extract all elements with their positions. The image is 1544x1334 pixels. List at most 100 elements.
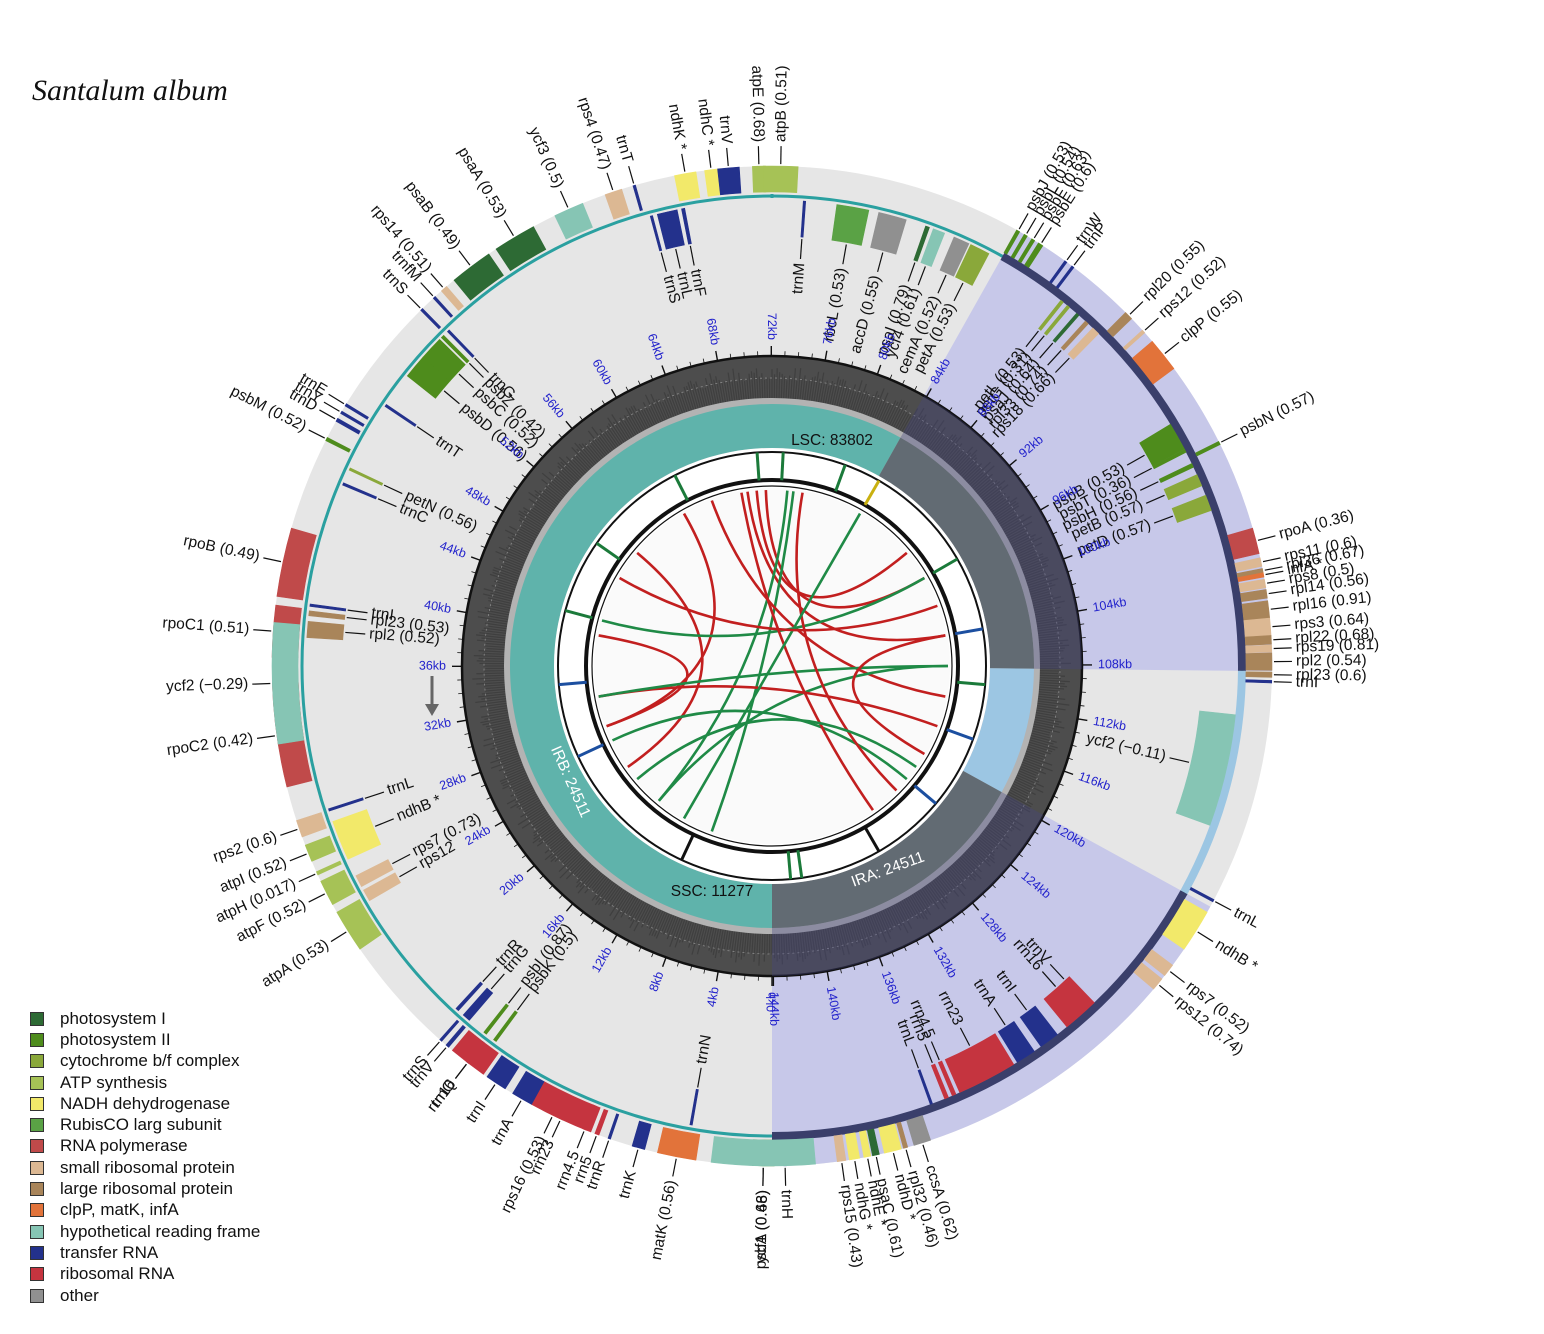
gc-bar — [1031, 593, 1052, 600]
gene-leader — [924, 1044, 933, 1064]
gene-block — [681, 207, 692, 245]
legend-label: ribosomal RNA — [60, 1264, 175, 1284]
gc-bar — [490, 605, 510, 611]
legend-item: ATP synthesis — [30, 1072, 260, 1093]
gc-bar — [575, 866, 595, 888]
repeat-mark — [957, 680, 986, 687]
gc-bar — [723, 930, 729, 950]
gc-bar — [483, 737, 514, 747]
gc-bar — [475, 634, 506, 639]
gc-bar — [917, 890, 929, 908]
kb-tick-label: 140kb — [824, 985, 844, 1021]
gc-bar — [829, 383, 836, 405]
gc-bar — [1028, 577, 1059, 589]
gc-bar — [723, 381, 729, 402]
legend-swatch — [30, 1075, 44, 1090]
gene-leader — [1041, 971, 1057, 987]
gc-bar — [592, 875, 606, 892]
gc-bar — [663, 397, 673, 418]
gene-block — [1238, 578, 1267, 593]
legend-item: cytochrome b/f complex — [30, 1051, 260, 1072]
gene-block — [325, 437, 351, 453]
gc-bar — [1028, 743, 1053, 753]
gc-bar — [503, 759, 522, 767]
gc-bar — [532, 507, 549, 519]
gc-bar — [592, 440, 606, 457]
gene-block — [1043, 304, 1071, 336]
gene-leader — [576, 1131, 585, 1149]
gene-leader — [1033, 222, 1045, 239]
minor-tick — [471, 571, 477, 574]
gc-bar — [663, 914, 673, 935]
minor-tick — [891, 951, 895, 957]
minor-tick — [480, 545, 486, 549]
gene-label: psaA (0.53) — [454, 144, 509, 221]
gc-bar — [477, 610, 509, 618]
gc-bar — [761, 933, 764, 954]
gc-bar — [473, 654, 505, 658]
gc-bar — [606, 425, 621, 446]
gc-bar — [630, 406, 645, 431]
gc-bar — [666, 385, 679, 416]
gc-bar — [975, 479, 991, 493]
gc-bar — [523, 510, 546, 525]
gc-bar — [488, 705, 508, 709]
kb-tick-label: 104kb — [1092, 595, 1128, 615]
gc-bar — [693, 383, 701, 408]
gc-bar — [476, 639, 506, 644]
minor-tick — [637, 380, 641, 386]
gc-bar — [854, 920, 865, 948]
gc-bar — [827, 928, 833, 948]
gc-bar — [1006, 521, 1033, 537]
gc-bar — [511, 541, 531, 552]
gc-bar — [758, 376, 761, 399]
gc-bar — [1034, 605, 1053, 611]
gc-bar — [741, 379, 745, 400]
gc-bar — [497, 584, 516, 591]
repeat-chord — [598, 664, 949, 698]
minor-tick — [1063, 770, 1069, 774]
gc-bar — [565, 456, 585, 476]
gc-bar — [1021, 763, 1046, 775]
gc-bar — [504, 562, 523, 571]
gc-bar — [813, 371, 820, 402]
gc-bar — [893, 404, 906, 428]
gc-bar — [492, 725, 512, 732]
gene-leader — [364, 791, 385, 799]
gc-bar — [645, 906, 656, 924]
gc-bar — [523, 801, 542, 813]
minor-tick — [638, 946, 642, 952]
gc-bar — [617, 891, 629, 909]
gc-bar — [1023, 757, 1043, 765]
gene-label: trnT — [612, 133, 636, 165]
gc-bar — [1001, 803, 1018, 814]
gene-leader — [1031, 335, 1045, 352]
gc-bar — [847, 922, 854, 941]
gc-bar — [1007, 527, 1028, 539]
gene-leader — [263, 557, 282, 563]
gc-bar — [510, 793, 537, 809]
gene-leader — [1073, 250, 1086, 266]
gene-block — [296, 812, 327, 838]
minor-tick — [461, 719, 467, 722]
gene-block — [512, 1070, 545, 1105]
gc-bar — [491, 603, 511, 609]
gc-bar — [804, 380, 808, 401]
gc-bar — [860, 918, 872, 945]
gene-leader — [1257, 535, 1276, 541]
gene-leader — [907, 262, 916, 282]
gc-bar — [1038, 695, 1066, 701]
gc-bar — [845, 390, 852, 409]
gc-bar — [940, 873, 960, 897]
gene-block — [604, 188, 630, 220]
species-title: Santalum album — [32, 74, 228, 107]
gc-bar — [594, 881, 614, 906]
gc-bar — [1020, 765, 1041, 775]
gene-leader — [1153, 515, 1174, 524]
gc-bar — [495, 550, 525, 564]
gc-bar — [679, 392, 688, 413]
gc-bar — [1012, 782, 1036, 796]
gene-leader — [289, 853, 307, 862]
legend-swatch — [30, 1096, 44, 1111]
gc-bar — [553, 479, 569, 493]
